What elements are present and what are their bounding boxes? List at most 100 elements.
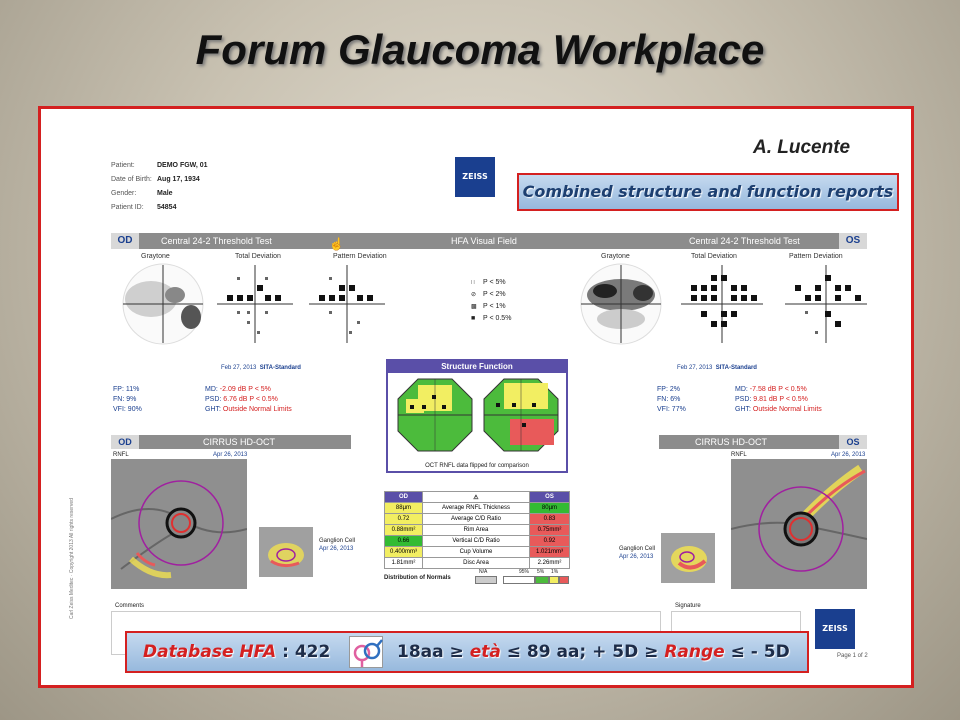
os-cell: 0.75mm² [529, 524, 570, 536]
od-column-header: OD [384, 491, 423, 503]
copyright-note: Carl Zeiss Meditec · Copyright 2013 All … [69, 498, 75, 619]
metric-column-header: ⚠ [422, 491, 530, 503]
os-global-indices: MD: -7.58 dB P < 0.5% PSD: 9.81 dB P < 0… [735, 385, 822, 415]
os-cell: 2.26mm² [529, 557, 570, 569]
od-sector-map [397, 378, 473, 452]
range-suffix: ≤ - 5D [724, 642, 790, 662]
psd-label: PSD: [735, 396, 752, 403]
database-prefix: Database HFA [143, 642, 277, 662]
vfi-label: VFI: [113, 406, 126, 413]
metric-cell: Vertical C/D Ratio [422, 535, 530, 547]
age-min: 18aa ≥ [397, 642, 470, 662]
ght-label: GHT: [205, 406, 221, 413]
os-cell: 0.92 [529, 535, 570, 547]
legend-hatch-icon: ⊘ [471, 292, 477, 298]
od-rnfl-fundus-image [111, 459, 247, 589]
od-graytone-label: Graytone [141, 253, 170, 260]
hfa-center-title: HFA Visual Field [451, 236, 517, 246]
od-date: Feb 27, 2013 [221, 365, 257, 371]
os-md-value: -7.58 dB P < 0.5% [749, 386, 807, 393]
od-rnfl-label: RNFL [113, 452, 129, 458]
ght-label: GHT: [735, 406, 751, 413]
slide-title: Forum Glaucoma Workplace [195, 26, 765, 73]
dist-swatch-red [559, 576, 569, 584]
patient-id-label: Patient ID: [111, 204, 144, 211]
database-banner: Database HFA : 422 18aa ≥ età ≤ 89 aa; +… [125, 631, 809, 673]
od-cell: 0.88mm² [384, 524, 423, 536]
legend-label: P < 5% [482, 279, 506, 286]
os-graytone-label: Graytone [601, 253, 630, 260]
metric-cell: Disc Area [422, 557, 530, 569]
os-graytone-plot [580, 263, 662, 345]
table-header-row: OD ⚠ OS [384, 491, 570, 503]
dist-key-95: 95% [519, 569, 530, 575]
dist-swatch-na [475, 576, 497, 584]
os-rnfl-fundus-image [731, 459, 867, 589]
os-cell: 1.021mm³ [529, 546, 570, 558]
fp-label: FP: [657, 386, 668, 393]
structure-function-panel: Structure Function OCT RNFL data flipped… [386, 359, 568, 473]
eta-word: età [469, 642, 501, 662]
od-total-label: Total Deviation [235, 253, 281, 260]
cursor-hand-icon: ☝ [329, 237, 344, 251]
psd-label: PSD: [205, 396, 222, 403]
od-pattern-deviation-plot [309, 265, 385, 343]
os-ganglion-cell-image [661, 533, 715, 583]
page-number: Page 1 of 2 [837, 653, 868, 659]
patient-row: Patient ID:54854 [111, 201, 208, 215]
legend-item: ▩ P < 1% [471, 301, 511, 313]
od-pattern-label: Pattern Deviation [333, 253, 387, 260]
od-cell: 1.81mm² [384, 557, 423, 569]
legend-solid-icon: ■ [471, 315, 476, 322]
legend-label: P < 1% [482, 303, 506, 310]
od-fp-value: 11% [125, 386, 140, 393]
legend-item: ∷ P < 5% [471, 277, 511, 289]
age-range-text: 18aa ≥ età ≤ 89 aa; + 5D ≥ Range ≤ - 5D [397, 633, 790, 671]
od-graytone-plot [122, 263, 204, 345]
dist-key-1: 1% [551, 569, 559, 575]
od-cell: 0.66 [384, 535, 423, 547]
od-md-value: -2.09 dB P < 5% [219, 386, 271, 393]
combined-report-banner: Combined structure and function reports [517, 173, 899, 211]
metric-cell: Cup Volume [422, 546, 530, 558]
os-psd-value: 9.81 dB P < 0.5% [753, 396, 808, 403]
os-fp-value: 2% [669, 386, 680, 393]
database-count: : 422 [276, 642, 331, 662]
fn-label: FN: [113, 396, 125, 403]
zeiss-logo: ZEISS [455, 157, 495, 197]
legend-item: ⊘ P < 2% [471, 289, 511, 301]
os-oct-tag: OS [839, 435, 867, 449]
range-word: Range [664, 642, 725, 662]
od-oct-header: OD CIRRUS HD-OCT [111, 435, 351, 449]
od-test-date: Feb 27, 2013 SITA-Standard [221, 365, 301, 371]
gc-date: Apr 26, 2013 [619, 554, 654, 560]
os-total-deviation-plot [681, 265, 763, 343]
gender-icon [349, 636, 383, 668]
zeiss-logo-footer: ZEISS [815, 609, 855, 649]
od-total-deviation-plot [217, 265, 293, 343]
signature-label: Signature [675, 603, 701, 609]
os-pattern-deviation-plot [785, 265, 867, 343]
warning-icon: ⚠ [473, 494, 479, 501]
od-reliability-stats: FP: 11% FN: 9% VFI: 90% [113, 385, 142, 415]
gc-label-text: Ganglion Cell [319, 538, 356, 544]
legend-item: ■ P < 0.5% [471, 313, 511, 325]
od-cell: 0.72 [384, 513, 423, 525]
dist-swatch-green [535, 576, 549, 584]
legend-dot-icon: ∷ [471, 280, 475, 286]
od-oct-date: Apr 26, 2013 [213, 452, 248, 458]
metric-cell: Rim Area [422, 524, 530, 536]
os-column-header: OS [529, 491, 570, 503]
metric-cell: Average RNFL Thickness [422, 502, 530, 514]
dob-label: Date of Birth: [111, 176, 152, 183]
gender-label: Gender: [111, 190, 137, 197]
fp-label: FP: [113, 386, 124, 393]
patient-label: Patient: [111, 162, 135, 169]
os-test-date: Feb 27, 2013 SITA-Standard [677, 365, 757, 371]
os-vfi-value: 77% [671, 406, 686, 413]
